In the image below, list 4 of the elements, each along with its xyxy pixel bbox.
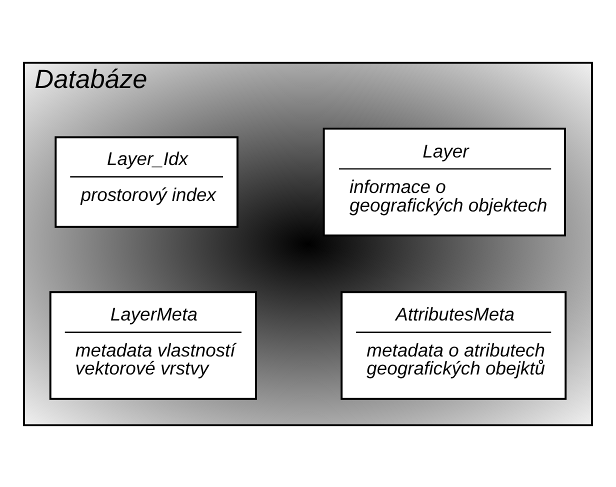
node-box: Layer_Idx prostorový index (54, 136, 238, 228)
node-box: LayerMeta metadata vlastností vektorové vrstvy (49, 290, 257, 400)
node-box: Layer informace o geografických objektech (322, 127, 566, 236)
node-box: AttributesMeta metadata o atributech geografických obejktů (340, 290, 567, 400)
